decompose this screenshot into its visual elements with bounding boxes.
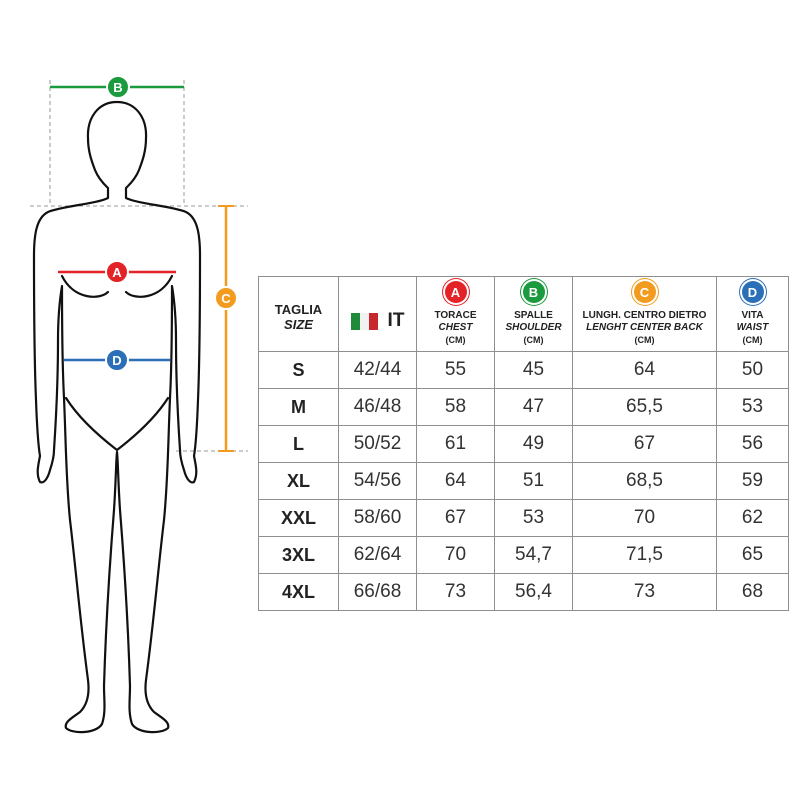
- shoulder-cell: 56,4: [494, 573, 573, 611]
- marker-a-badge: [105, 260, 129, 284]
- waist-cell: 62: [716, 499, 789, 537]
- shoulder-header-unit: (CM): [523, 335, 544, 345]
- waist-cell: 65: [716, 536, 789, 574]
- waist-header: D VITA WAIST (CM): [716, 276, 789, 352]
- back-length-header: C LUNGH. CENTRO DIETRO LENGHT CENTER BAC…: [572, 276, 717, 352]
- size-cell: 4XL: [258, 573, 339, 611]
- table-row: L 50/52 61 49 67 56: [258, 425, 789, 463]
- waist-header-en: WAIST: [736, 322, 769, 333]
- back-length-cell: 70: [572, 499, 717, 537]
- marker-d-letter: D: [112, 353, 121, 368]
- size-cell: L: [258, 425, 339, 463]
- chest-cell: 64: [416, 462, 495, 500]
- size-header-it: TAGLIA: [274, 302, 323, 317]
- italian-flag-icon: [350, 312, 378, 330]
- table-row: XXL 58/60 67 53 70 62: [258, 499, 789, 537]
- body-silhouette-icon: [32, 100, 202, 734]
- back-length-cell: 67: [572, 425, 717, 463]
- it-size-cell: 42/44: [338, 351, 417, 389]
- table-header-row: TAGLIA SIZE IT A TORACE CHEST (CM): [258, 276, 789, 352]
- it-size-cell: 46/48: [338, 388, 417, 426]
- size-chart-table: TAGLIA SIZE IT A TORACE CHEST (CM): [258, 276, 789, 611]
- shoulder-marker-badge: B: [522, 281, 545, 303]
- back-length-cell: 73: [572, 573, 717, 611]
- waist-cell: 50: [716, 351, 789, 389]
- chest-header-it: TORACE: [434, 310, 477, 321]
- chest-cell: 55: [416, 351, 495, 389]
- chest-detail: [60, 274, 174, 298]
- it-header-label: IT: [387, 310, 405, 331]
- waist-marker-badge: D: [741, 281, 764, 303]
- shoulder-cell: 49: [494, 425, 573, 463]
- chest-marker-letter: A: [450, 284, 461, 300]
- back-length-header-en: LENGHT CENTER BACK: [586, 322, 703, 333]
- it-size-cell: 58/60: [338, 499, 417, 537]
- table-row: M 46/48 58 47 65,5 53: [258, 388, 789, 426]
- it-size-cell: 66/68: [338, 573, 417, 611]
- shoulder-header: B SPALLE SHOULDER (CM): [494, 276, 573, 352]
- body-measurement-figure: B A D C: [30, 75, 248, 734]
- marker-b-letter: B: [113, 80, 122, 95]
- chest-header: A TORACE CHEST (CM): [416, 276, 495, 352]
- size-cell: XXL: [258, 499, 339, 537]
- chest-cell: 67: [416, 499, 495, 537]
- chest-cell: 58: [416, 388, 495, 426]
- waist-cell: 53: [716, 388, 789, 426]
- back-length-cell: 65,5: [572, 388, 717, 426]
- back-length-header-unit: (CM): [634, 335, 655, 345]
- back-length-marker-letter: C: [639, 284, 650, 300]
- marker-b-badge: [106, 75, 130, 99]
- waist-cell: 68: [716, 573, 789, 611]
- shoulder-cell: 53: [494, 499, 573, 537]
- shoulder-marker-letter: B: [528, 284, 539, 300]
- chest-header-unit: (CM): [445, 335, 466, 345]
- chest-cell: 61: [416, 425, 495, 463]
- waist-cell: 56: [716, 425, 789, 463]
- chest-header-en: CHEST: [438, 322, 473, 333]
- waist-cell: 59: [716, 462, 789, 500]
- chest-marker-badge: A: [444, 281, 467, 303]
- table-row: 4XL 66/68 73 56,4 73 68: [258, 573, 789, 611]
- waist-header-it: VITA: [741, 310, 764, 321]
- it-size-header: IT: [338, 276, 417, 352]
- shoulder-header-it: SPALLE: [514, 310, 553, 321]
- table-row: 3XL 62/64 70 54,7 71,5 65: [258, 536, 789, 574]
- shoulder-cell: 51: [494, 462, 573, 500]
- back-length-marker-badge: C: [633, 281, 656, 303]
- hip-detail: [64, 396, 170, 452]
- back-length-cell: 68,5: [572, 462, 717, 500]
- marker-c-badge: [214, 286, 238, 310]
- back-length-header-it: LUNGH. CENTRO DIETRO: [582, 310, 707, 321]
- marker-c-letter: C: [221, 291, 231, 306]
- it-size-cell: 50/52: [338, 425, 417, 463]
- back-length-cell: 64: [572, 351, 717, 389]
- shoulder-cell: 47: [494, 388, 573, 426]
- shoulder-cell: 54,7: [494, 536, 573, 574]
- waist-marker-letter: D: [747, 284, 758, 300]
- marker-a-letter: A: [112, 265, 122, 280]
- waist-header-unit: (CM): [742, 335, 763, 345]
- marker-d-badge: [105, 348, 129, 372]
- size-cell: 3XL: [258, 536, 339, 574]
- chest-cell: 70: [416, 536, 495, 574]
- table-row: XL 54/56 64 51 68,5 59: [258, 462, 789, 500]
- chest-cell: 73: [416, 573, 495, 611]
- size-header: TAGLIA SIZE: [258, 276, 339, 352]
- it-size-cell: 54/56: [338, 462, 417, 500]
- it-size-cell: 62/64: [338, 536, 417, 574]
- size-cell: M: [258, 388, 339, 426]
- size-header-en: SIZE: [284, 317, 313, 332]
- size-cell: S: [258, 351, 339, 389]
- size-cell: XL: [258, 462, 339, 500]
- shoulder-header-en: SHOULDER: [505, 322, 562, 333]
- shoulder-cell: 45: [494, 351, 573, 389]
- back-length-cell: 71,5: [572, 536, 717, 574]
- table-row: S 42/44 55 45 64 50: [258, 351, 789, 389]
